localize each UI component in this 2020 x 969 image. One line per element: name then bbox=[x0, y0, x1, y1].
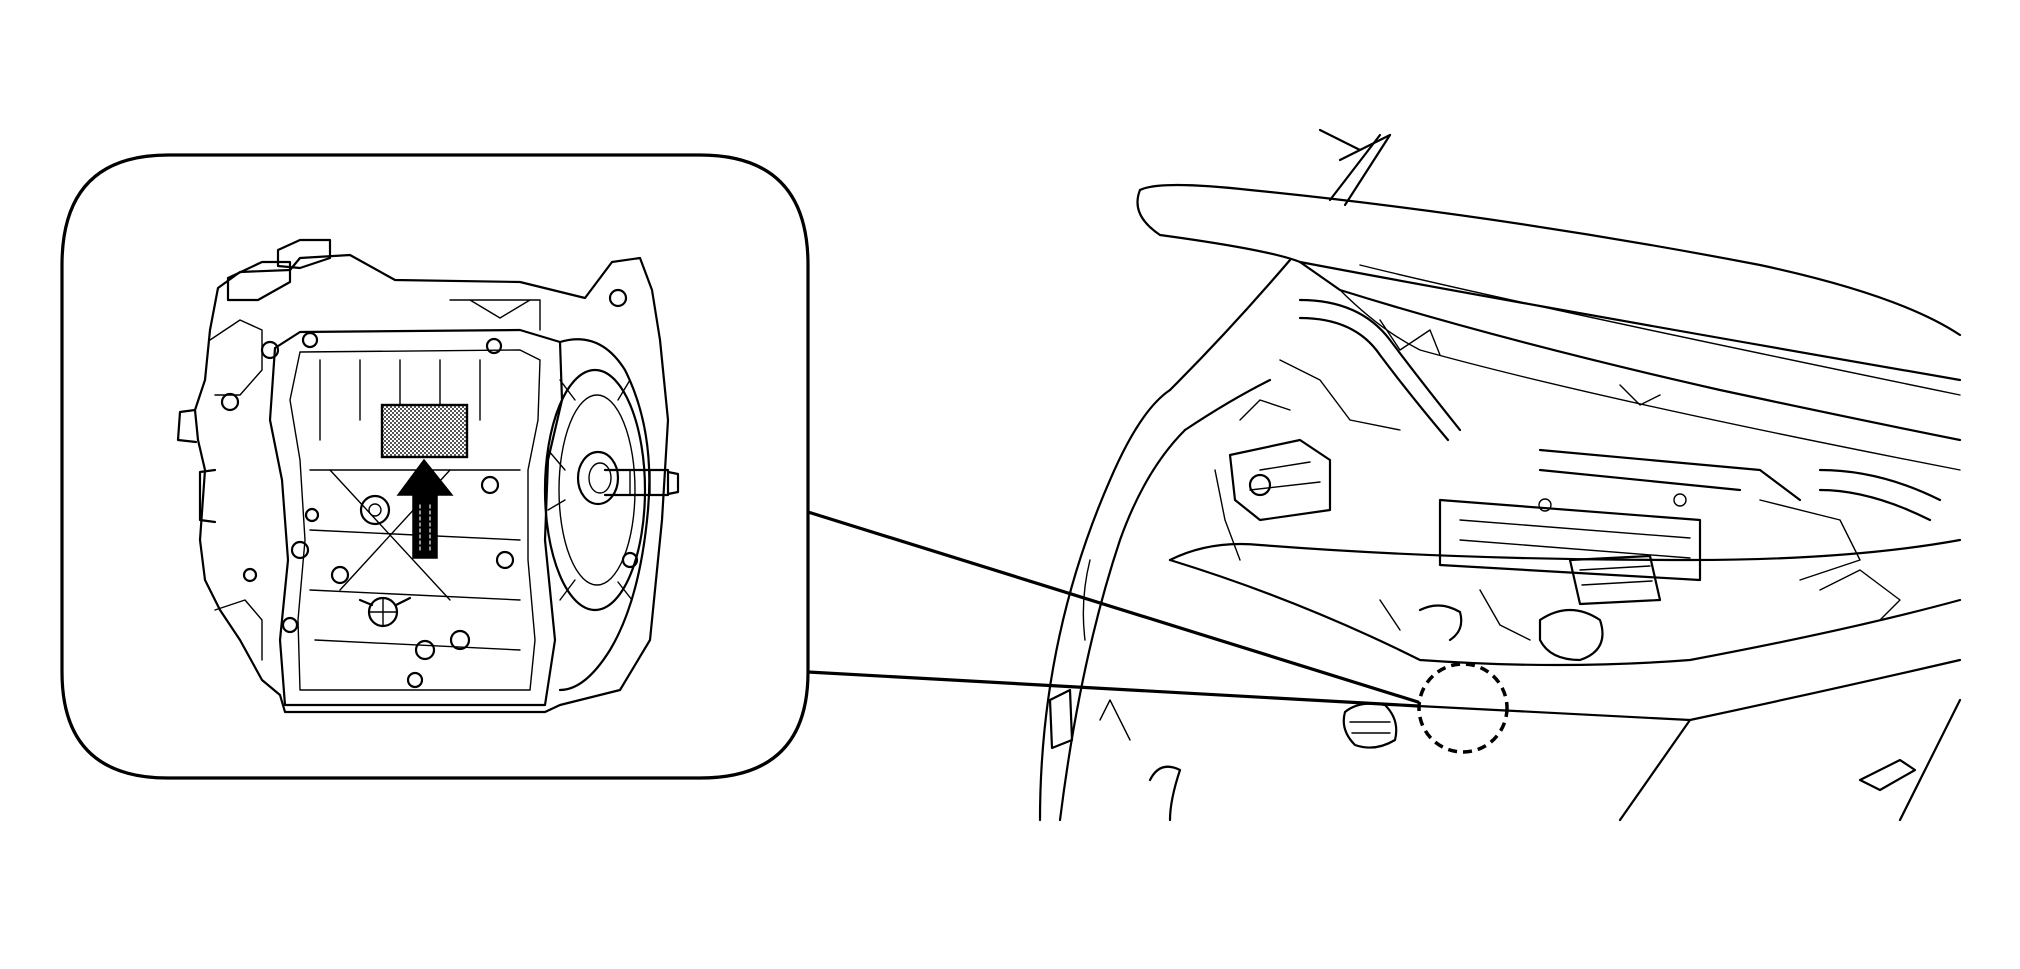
inset-frame bbox=[60, 153, 810, 780]
callout-leader bbox=[806, 510, 1420, 708]
motor-housing-outline bbox=[193, 253, 670, 714]
battery-box bbox=[1228, 438, 1332, 522]
dashed-circle-icon bbox=[1417, 662, 1509, 754]
vehicle-front bbox=[1038, 128, 1962, 822]
output-shaft bbox=[603, 468, 680, 497]
reservoir-cap bbox=[1342, 702, 1398, 749]
power-electronics-module bbox=[1438, 498, 1702, 582]
gear-housing-flange bbox=[543, 338, 651, 692]
motor-assembly bbox=[176, 238, 680, 714]
up-arrow-icon bbox=[396, 458, 454, 559]
inset-panel bbox=[60, 153, 810, 780]
connector-block bbox=[226, 260, 292, 302]
open-hood bbox=[1136, 128, 1962, 471]
front-body bbox=[1038, 258, 1962, 822]
drain-plug bbox=[358, 596, 412, 628]
connector-block-top bbox=[276, 238, 332, 270]
gear-case-plate bbox=[268, 328, 564, 707]
identification-label bbox=[380, 403, 469, 459]
bolt-set bbox=[220, 288, 639, 689]
engine-bay bbox=[1214, 298, 1942, 662]
